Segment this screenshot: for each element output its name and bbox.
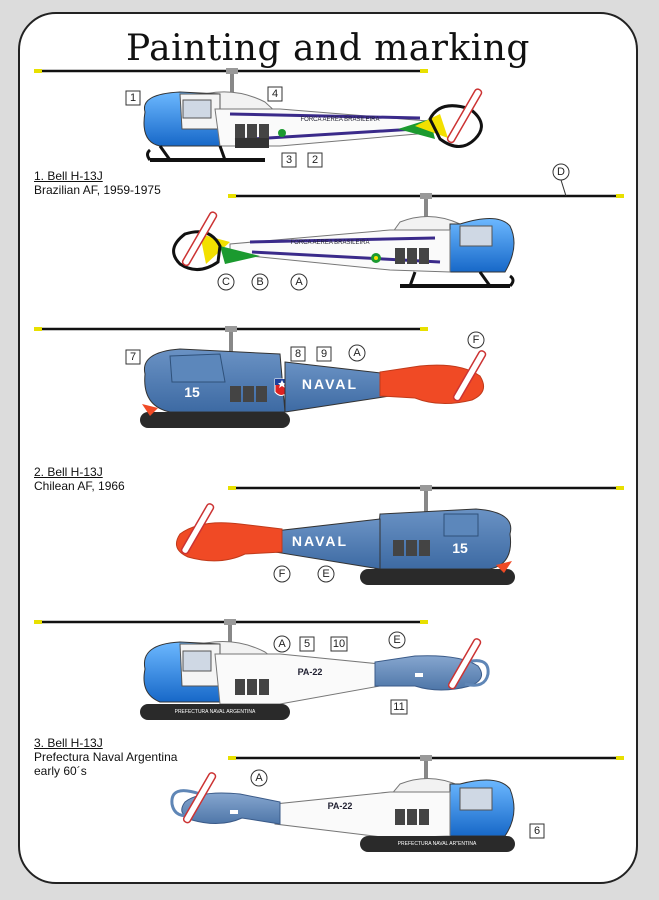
chile-helicopter-left-view: 15 NAVAL — [34, 326, 487, 428]
caption-variant-1: 1. Bell H-13J Brazilian AF, 1959-1975 — [34, 169, 161, 197]
helicopter-illustrations: FORCA AEREA BRASILEIRA 1 4 3 2 — [34, 68, 624, 852]
argentina-reg-left: PA-22 — [298, 667, 323, 677]
variant-3-line-2: early 60´s — [34, 764, 87, 778]
callout-4: 4 — [272, 88, 278, 100]
chile-callouts-left: 7 8 9 A F — [125, 331, 485, 365]
callout-E-chile: E — [322, 568, 329, 580]
callout-2: 2 — [312, 154, 318, 166]
argentina-callouts-left: A 5 10 E 11 — [273, 631, 408, 715]
callout-A-brazil: A — [295, 276, 303, 288]
argentina-reg-right: PA-22 — [328, 801, 353, 811]
callout-7: 7 — [130, 351, 136, 363]
chile-number-right: 15 — [452, 540, 468, 556]
callout-11: 11 — [393, 701, 404, 713]
brazil-boom-marking-right: FORCA AEREA BRASILEIRA — [290, 240, 369, 246]
callout-6: 6 — [534, 825, 540, 837]
naval-marking-right: NAVAL — [292, 533, 348, 549]
caption-variant-3: 3. Bell H-13J Prefectura Naval Argentina… — [34, 736, 177, 778]
brazil-boom-marking: FORCA AEREA BRASILEIRA — [300, 117, 379, 123]
callout-8: 8 — [295, 348, 301, 360]
callout-F-left: F — [473, 334, 480, 346]
brazil-callouts-left: 1 4 3 2 — [125, 86, 323, 168]
callout-A-argentina-right: A — [255, 772, 263, 784]
brazil-callouts-right: D C B A — [217, 163, 570, 291]
callout-E-argentina: E — [393, 634, 400, 646]
variant-1-title: 1. Bell H-13J — [34, 169, 103, 183]
naval-marking-left: NAVAL — [302, 376, 358, 392]
callout-D: D — [557, 166, 565, 178]
callout-10: 10 — [333, 638, 345, 650]
argentina-helicopter-left-view: PA-22 PREFECTURA NAVAL ARGENTINA — [34, 619, 490, 720]
callout-A-chile-left: A — [353, 347, 361, 359]
marking-sheet: Painting and marking 1. Bell H-13J Brazi… — [18, 12, 638, 884]
variant-2-title: 2. Bell H-13J — [34, 465, 103, 479]
variant-2-line-1: Chilean AF, 1966 — [34, 479, 125, 493]
argentina-skid-left: PREFECTURA NAVAL ARGENTINA — [175, 709, 256, 715]
callout-A-argentina-left: A — [278, 638, 286, 650]
chile-callouts-right: F E — [273, 565, 335, 583]
argentina-skid-right: PREFECTURA NAVAL AR"ENTINA — [398, 841, 477, 847]
callout-9: 9 — [321, 348, 327, 360]
chile-number-left: 15 — [184, 384, 200, 400]
caption-variant-2: 2. Bell H-13J Chilean AF, 1966 — [34, 465, 125, 493]
brazil-helicopter-left-view: FORCA AEREA BRASILEIRA — [34, 68, 483, 162]
variant-3-title: 3. Bell H-13J — [34, 736, 103, 750]
callout-3: 3 — [286, 154, 292, 166]
callout-1: 1 — [130, 92, 136, 104]
callout-5: 5 — [304, 638, 310, 650]
chile-helicopter-right-view: 15 NAVAL — [175, 485, 624, 585]
argentina-callouts-right: A 6 — [250, 769, 545, 839]
variant-1-line-1: Brazilian AF, 1959-1975 — [34, 183, 161, 197]
callout-F-right: F — [279, 568, 286, 580]
callout-B: B — [256, 276, 263, 288]
variant-3-line-1: Prefectura Naval Argentina — [34, 750, 178, 764]
brazil-helicopter-right-view: FORCA AEREA BRASILEIRA — [172, 193, 624, 288]
callout-C: C — [222, 276, 230, 288]
argentina-helicopter-right-view: PA-22 PREFECTURA NAVAL AR"ENTINA — [170, 755, 624, 852]
page-title: Painting and marking — [126, 28, 530, 69]
